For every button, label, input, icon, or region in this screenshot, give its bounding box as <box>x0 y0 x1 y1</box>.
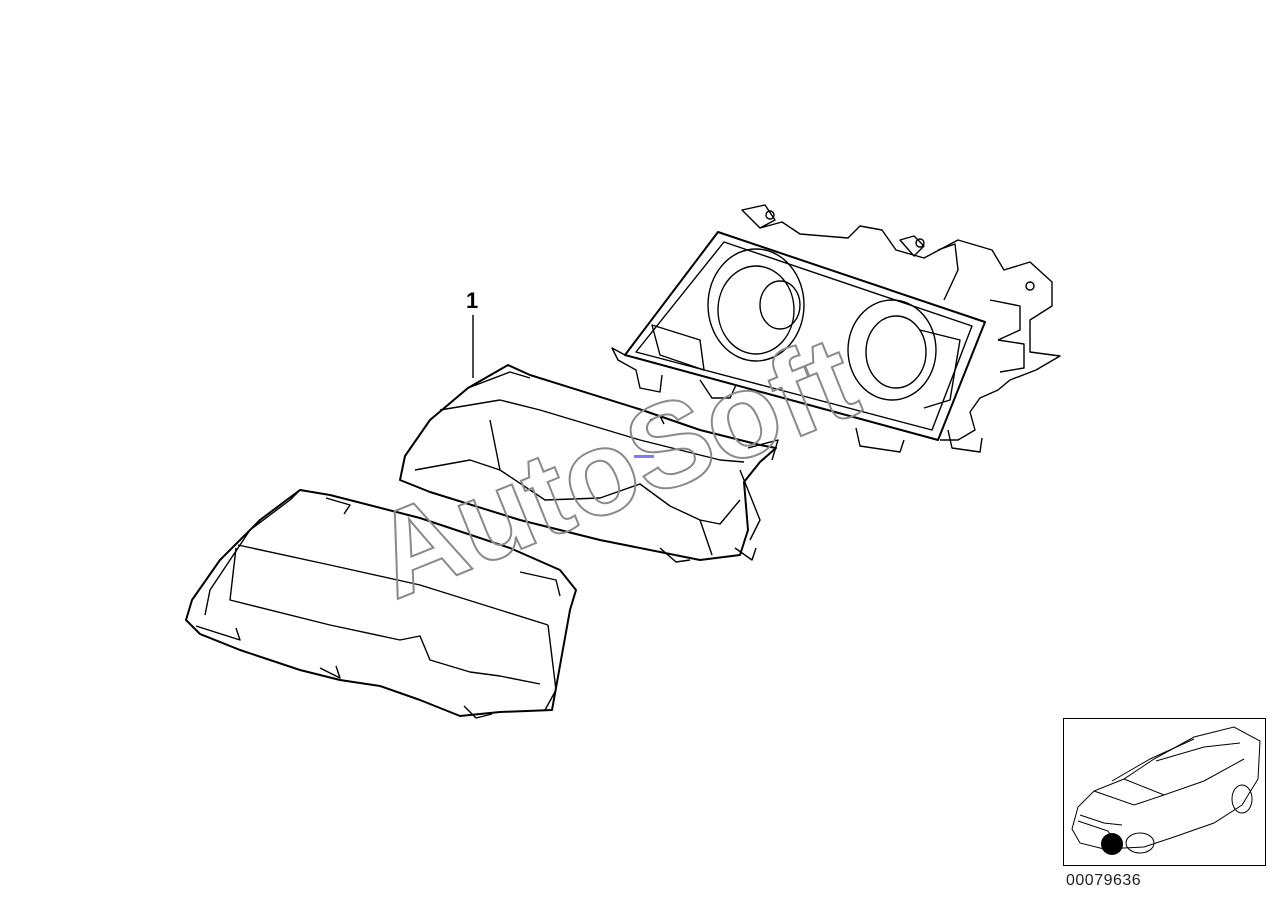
car-locator-inset <box>1063 718 1266 866</box>
car-outline-icon <box>1071 726 1261 855</box>
headlight-trim-part-1 <box>399 364 779 563</box>
headlight-lens-cover <box>185 489 577 719</box>
callout-1: 1 <box>466 288 478 378</box>
callout-label: 1 <box>466 288 478 313</box>
accent-mark <box>634 455 654 458</box>
diagram-number: 00079636 <box>1066 872 1142 889</box>
headlight-housing <box>611 204 1061 453</box>
location-marker <box>1101 833 1123 855</box>
